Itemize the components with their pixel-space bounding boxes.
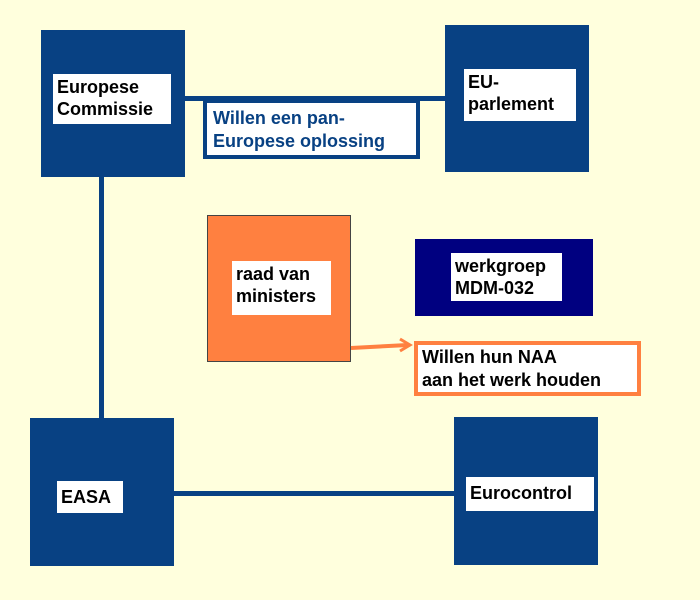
connector-commissie-parlement bbox=[180, 96, 450, 101]
label-europese-commissie: Europese Commissie bbox=[53, 74, 171, 124]
connector-easa-eurocontrol bbox=[170, 491, 460, 496]
connector-commissie-easa bbox=[99, 175, 104, 425]
node-eurocontrol: Eurocontrol bbox=[454, 417, 598, 565]
callout-naa: Willen hun NAA aan het werk houden bbox=[414, 341, 641, 396]
label-eu-parlement: EU- parlement bbox=[464, 69, 576, 121]
node-eu-parlement: EU- parlement bbox=[445, 25, 589, 172]
label-eurocontrol: Eurocontrol bbox=[466, 477, 594, 511]
node-raad-van-ministers: raad van ministers bbox=[207, 215, 351, 362]
label-werkgroep-mdm-032: werkgroep MDM-032 bbox=[451, 253, 562, 301]
node-werkgroep-mdm-032: werkgroep MDM-032 bbox=[415, 239, 593, 316]
node-europese-commissie: Europese Commissie bbox=[41, 30, 185, 177]
label-raad-van-ministers: raad van ministers bbox=[232, 261, 331, 315]
label-easa: EASA bbox=[57, 481, 123, 513]
callout-pan-european: Willen een pan- Europese oplossing bbox=[203, 99, 420, 159]
node-easa: EASA bbox=[30, 418, 174, 566]
